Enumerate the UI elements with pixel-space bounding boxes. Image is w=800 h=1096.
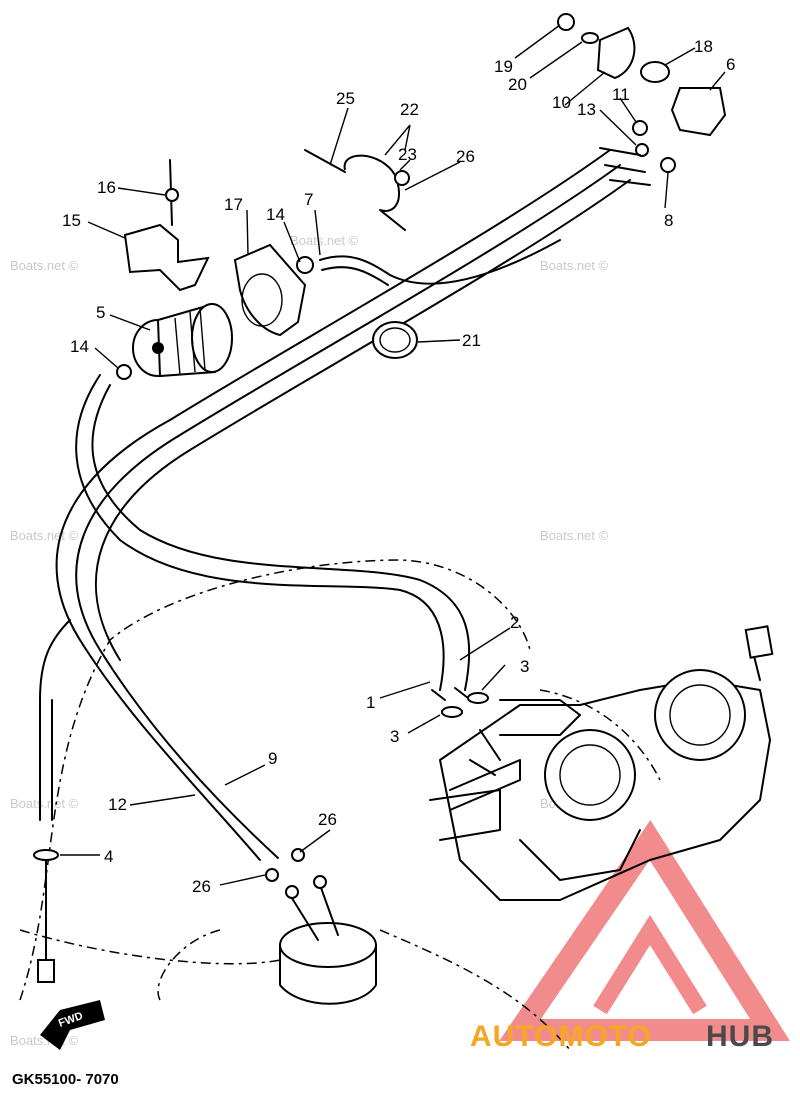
carburetor-assembly [429,625,774,901]
watermark-text: Boats.net © [10,258,79,273]
brand-triangle [499,819,790,1041]
part-number-26: 26 [192,877,211,896]
clip-26-lower [265,868,279,882]
watermark-text: Boats.net © [10,796,79,811]
band-assembly [304,149,410,231]
part-number-21: 21 [462,331,481,350]
watermark-text: Boats.net © [290,233,359,248]
leader-lines [60,24,726,886]
part-number-19: 19 [494,57,513,76]
fuel-hoses [39,149,631,861]
part-number-3: 3 [390,727,399,746]
part-number-23: 23 [398,145,417,164]
brand-logo: AUTOMOTO HUB [470,1020,774,1053]
part-number-13: 13 [577,100,596,119]
part-number-6: 6 [726,55,735,74]
part-number-3: 3 [520,657,529,676]
part-number-12: 12 [108,795,127,814]
part-number-2: 2 [510,613,519,632]
part-number-1: 1 [366,693,375,712]
clip-3-left [441,706,463,718]
part-number-14: 14 [266,205,285,224]
part-number-7: 10 [552,93,571,112]
part-number-24: 25 [336,89,355,108]
part-number-16: 16 [97,178,116,197]
part-number-5: 5 [96,303,105,322]
hose-ends [431,687,489,718]
watermark-text: Boats.net © [10,528,79,543]
fuel-cock-assembly [557,13,727,186]
part-number-25: 26 [456,147,475,166]
part-number-11: 11 [612,85,630,104]
brand-hub-text: HUB [706,1020,774,1053]
diagram-code: GK55100- 7070 [12,1071,119,1088]
watermark-text: Boats.net © [540,258,609,273]
drain-fitting [33,849,59,983]
fuel-filter [116,303,233,380]
fwd-arrow: FWD [40,1000,105,1050]
watermark-text: Boats.net © [540,528,609,543]
part-labels: 16 15 17 14 7 5 14 21 25 22 23 26 19 20 … [62,37,735,896]
tank-outline [19,559,661,1051]
bracket [123,159,210,292]
part-number-17: 17 [224,195,243,214]
part-number-10: 9 [268,749,277,768]
fuel-tank-cap [265,848,377,1005]
part-number-20: 20 [508,75,527,94]
part-number-14: 14 [70,337,89,356]
clip-3-right [467,692,489,704]
part-number-4: 4 [104,847,113,866]
part-number-9: 8 [664,211,673,230]
part-number-15: 15 [62,211,81,230]
filter-band [233,243,314,337]
part-number-22: 22 [400,100,419,119]
part-number-18: 18 [694,37,713,56]
hose-clamp-21 [372,321,418,359]
part-number-8: 7 [304,190,313,209]
part-number-26: 26 [318,810,337,829]
brand-auto-text: AUTOMOTO [470,1020,652,1053]
